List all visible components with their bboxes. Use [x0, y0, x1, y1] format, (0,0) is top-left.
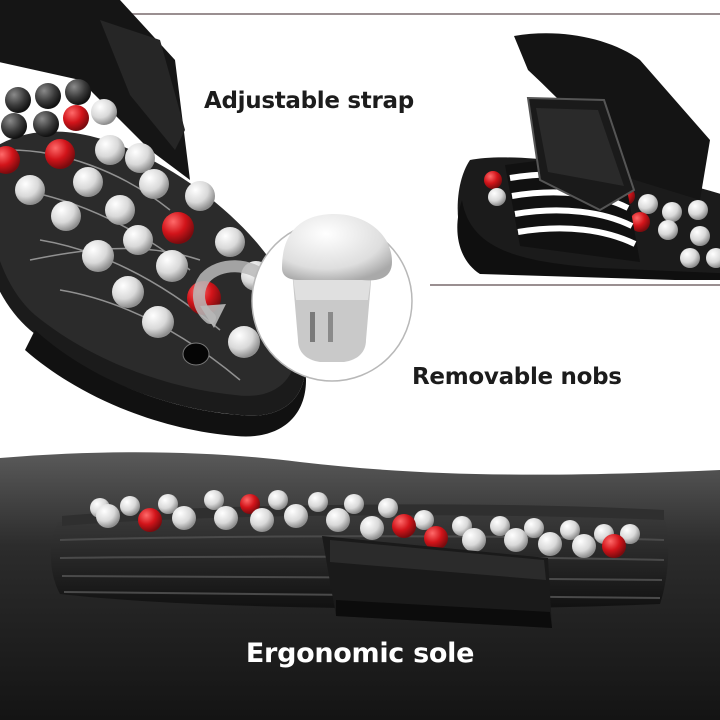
ergonomic-sole-label: Ergonomic sole	[245, 638, 475, 669]
slipper-top-left	[0, 0, 306, 437]
nob-detail-circle	[251, 214, 413, 382]
nob-grid	[0, 79, 271, 358]
removable-nobs-label: Removable nobs	[412, 364, 622, 390]
slipper-top-right	[457, 33, 720, 280]
adjustable-strap-label: Adjustable strap	[204, 88, 414, 114]
slipper-bottom	[50, 490, 669, 628]
